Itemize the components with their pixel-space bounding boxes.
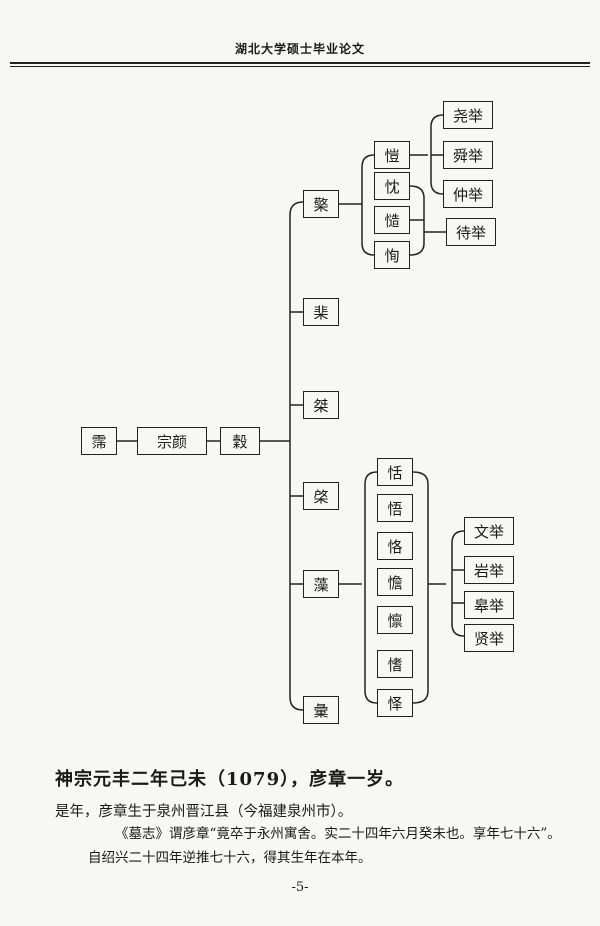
header-rule-thin xyxy=(10,66,590,67)
tree-node-child: 恪 xyxy=(377,532,413,560)
tree-node-child: 恬 xyxy=(377,458,413,486)
tree-node-root: 霈 xyxy=(81,427,117,455)
tree-node-grandson: 贤举 xyxy=(464,624,514,652)
tree-node-gen4: 桀 xyxy=(303,391,339,419)
tree-node-grandson: 待举 xyxy=(446,218,496,246)
tree-node-child: 怿 xyxy=(377,689,413,717)
tree-node-grandson: 文举 xyxy=(464,517,514,545)
tree-node-child: 恂 xyxy=(374,241,410,269)
tree-node-gen4: 檠 xyxy=(303,190,339,218)
tree-node-child: 懔 xyxy=(377,606,413,634)
tree-node-gen2: 宗颜 xyxy=(137,427,207,455)
tree-node-grandson: 岩举 xyxy=(464,556,514,584)
tree-node-gen4: 棐 xyxy=(303,298,339,326)
tree-node-gen4: 棨 xyxy=(303,482,339,510)
tree-node-grandson: 皋举 xyxy=(464,591,514,619)
page-number: -5- xyxy=(291,880,309,895)
tree-node-grandson: 尧举 xyxy=(443,101,493,129)
header-rule xyxy=(10,62,590,64)
tree-node-child: 慥 xyxy=(374,206,410,234)
body-paragraph: 是年，彦章生于泉州晋江县（今福建泉州市）。 xyxy=(55,804,353,820)
body-citation: 《墓志》谓彦章“竟卒于永州寓舍。实二十四年六月癸未也。享年七十六”。 xyxy=(115,826,561,842)
tree-node-child: 忱 xyxy=(374,172,410,200)
tree-node-child: 悟 xyxy=(377,494,413,522)
genealogy-tree-lines xyxy=(117,114,465,711)
tree-node-gen3: 穀 xyxy=(220,427,260,455)
tree-node-gen4: 彙 xyxy=(303,696,339,724)
tree-node-child: 憺 xyxy=(377,568,413,596)
tree-node-grandson: 舜举 xyxy=(443,141,493,169)
section-title: 神宗元丰二年己未（1079），彦章一岁。 xyxy=(55,769,405,790)
page-header: 湖北大学硕士毕业论文 xyxy=(234,42,365,56)
tree-node-grandson: 仲举 xyxy=(443,180,493,208)
tree-node-gen4: 藻 xyxy=(303,570,339,598)
tree-node-child: 愭 xyxy=(377,650,413,678)
body-paragraph: 自绍兴二十四年逆推七十六，得其生年在本年。 xyxy=(88,850,372,866)
tree-node-child: 愷 xyxy=(374,141,410,169)
